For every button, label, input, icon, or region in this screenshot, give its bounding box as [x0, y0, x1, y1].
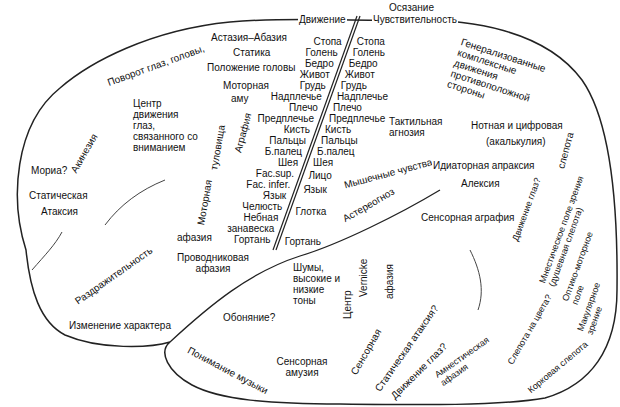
region-label: Мориа?: [30, 165, 68, 176]
sulcus-line: [470, 250, 481, 310]
sulcus-line: [105, 180, 165, 225]
region-label: Язык: [302, 184, 327, 195]
region-label: занавеска: [226, 223, 275, 234]
region-label: Движение: [298, 14, 347, 25]
region-label: Чувствительность: [372, 14, 458, 25]
region-label: Лицо: [307, 170, 332, 181]
region-label: Небная: [242, 212, 279, 223]
region-label: афазия: [384, 263, 395, 300]
region-label: Стопа: [312, 36, 342, 47]
region-label: Моторная: [222, 80, 270, 91]
region-label: Проводниковая афазия: [172, 252, 254, 274]
region-label: Fac.sup.: [255, 168, 295, 179]
region-label: Кисть: [324, 124, 352, 135]
region-label: Надплечье: [270, 91, 323, 102]
region-label: Пальцы: [268, 135, 307, 146]
region-label: Бедро: [348, 58, 379, 69]
region-label: Предплечье: [257, 113, 315, 124]
region-label: Пальцы: [320, 135, 359, 146]
region-label: Fac. infer.: [245, 179, 291, 190]
region-label: Положение головы: [206, 62, 296, 73]
region-label: Язык: [262, 190, 287, 201]
region-label: Голень: [352, 47, 386, 58]
region-label: Б.палец: [264, 146, 303, 157]
region-label: Шея: [312, 157, 334, 168]
region-label: Грудь: [340, 80, 368, 91]
region-label: Сенсорная аграфия: [420, 212, 515, 223]
region-label: Осязание: [388, 2, 435, 13]
region-label: Челюсть: [241, 201, 283, 212]
region-label: Центр: [342, 289, 353, 320]
region-label: Тактильная агнозия: [388, 116, 452, 138]
region-label: афазия: [176, 232, 213, 243]
region-label: Шея: [277, 157, 299, 168]
region-label: Гортань: [233, 234, 271, 245]
region-label: Плечо: [332, 102, 363, 113]
brain-outline: [17, 19, 617, 404]
region-label: Астазия–Абазия: [210, 32, 288, 43]
region-label: аму: [230, 93, 250, 104]
region-label: Живот: [344, 69, 376, 80]
sylvian-fissure: [170, 190, 440, 342]
region-label: Атаксия: [40, 206, 79, 217]
region-label: Кисть: [283, 124, 311, 135]
region-label: Бедро: [304, 58, 335, 69]
region-label: Стопа: [356, 36, 386, 47]
region-label: Vernicke: [358, 258, 369, 298]
region-label: Изменение характера: [68, 320, 172, 331]
region-label: Нотная и цифровая: [470, 120, 564, 131]
region-label: Идиаторная апраксия: [432, 160, 535, 171]
region-label: Шумы, высокие и низкие тоны: [292, 262, 342, 306]
region-label: (акалькулия): [485, 136, 547, 147]
region-label: Алексия: [460, 178, 501, 189]
region-label: Сенсорная амузия: [272, 356, 332, 378]
region-label: Статика: [232, 47, 271, 58]
region-label: Живот: [299, 69, 331, 80]
sulcus-line: [32, 232, 62, 270]
region-label: Гортань: [284, 236, 322, 247]
region-label: Центр движения глаз, связанного со внима…: [132, 98, 204, 153]
region-label: Б.палец: [316, 146, 355, 157]
region-label: Обоняние?: [222, 312, 276, 323]
region-label: Надплечье: [336, 91, 389, 102]
region-label: Грудь: [299, 80, 327, 91]
region-label: Глотка: [294, 206, 327, 217]
region-label: Плечо: [288, 102, 319, 113]
region-label: Голень: [305, 47, 339, 58]
region-label: Статическая: [28, 190, 89, 201]
region-label: Предплечье: [328, 113, 386, 124]
